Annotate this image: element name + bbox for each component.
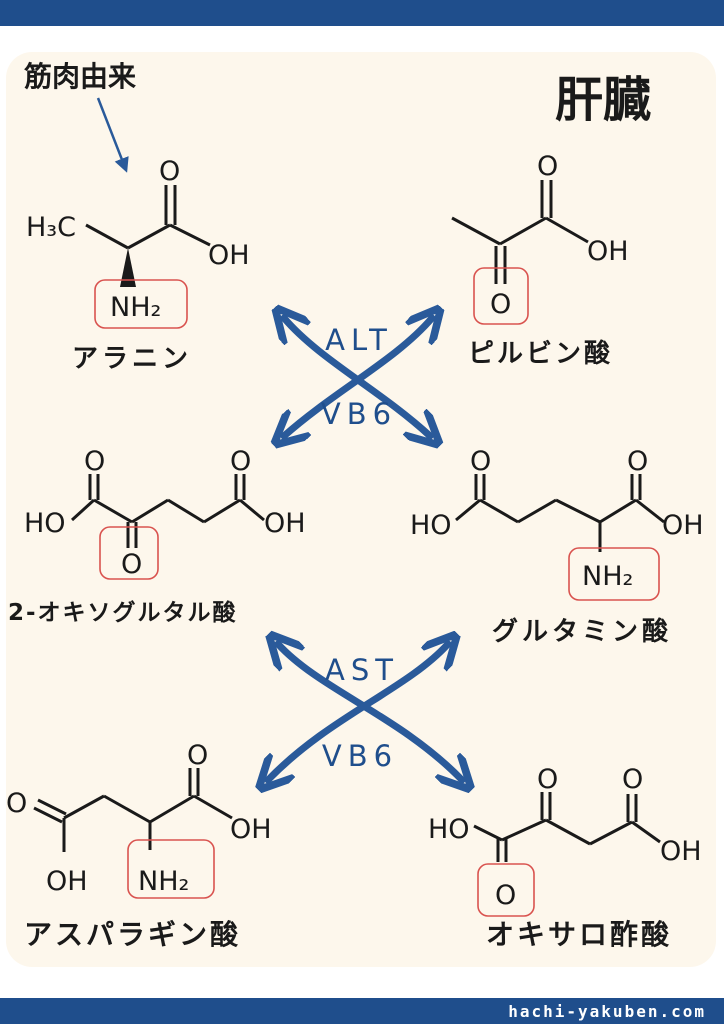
oxoglutaric-acid-o-left: O [84,446,105,477]
label-oxoglutaric-acid: 2-オキソグルタル酸 [8,599,238,626]
oxaloacetic-acid-o-mid: O [537,764,558,795]
glutamic-acid-amino-highlight [568,547,660,601]
aspartic-acid-o-left: O [6,788,27,819]
glutamic-acid-nh2: NH₂ [582,561,633,592]
aspartic-acid-o-top: O [187,740,208,771]
oxaloacetic-acid-structure [473,792,661,862]
site-url[interactable]: hachi-yakuben.com [508,1002,706,1021]
alanine-h3c: H₃C [26,212,76,243]
aspartic-acid-oh-bottom: OH [46,866,88,897]
oxaloacetic-acid-o-bottom: O [495,880,516,911]
label-aspartic-acid: アスパラギン酸 [24,918,241,951]
oxaloacetic-acid-ho: HO [428,814,470,845]
pyruvic-acid-keto-highlight [473,267,529,325]
enzyme-alt: ALT [325,323,393,357]
alanine-o: O [159,156,180,187]
cofactor-vb6-top: VB6 [321,397,397,431]
content-card [6,52,716,967]
pyruvic-acid-o-keto: O [490,289,511,320]
ast-arrows [268,644,462,780]
oxaloacetic-acid-oh: OH [660,836,702,867]
aspartic-acid-amino-highlight [127,839,215,899]
cofactor-vb6-bottom: VB6 [322,739,398,773]
alanine-amino-highlight [94,279,188,329]
glutamic-acid-o-right: O [627,446,648,477]
alanine-wedge-bond [120,248,136,287]
oxoglutaric-acid-oh: OH [264,508,306,539]
top-bar [0,0,724,26]
aspartic-acid-structure [33,768,233,852]
oxoglutaric-acid-keto-highlight [99,526,159,580]
glutamic-acid-oh: OH [662,510,704,541]
pyruvic-acid-oh: OH [587,236,629,267]
oxoglutaric-acid-ho: HO [24,508,66,539]
glutamic-acid-ho: HO [410,510,452,541]
alanine-structure [85,185,211,250]
glutamic-acid-o-left: O [470,446,491,477]
pyruvic-acid-o-top: O [537,151,558,182]
glutamic-acid-structure [455,474,665,552]
label-oxaloacetic-acid: オキサロ酢酸 [486,918,672,951]
alt-arrows [284,318,432,436]
label-pyruvic-acid: ピルビン酸 [468,339,613,369]
annotation-arrow [96,97,129,173]
alanine-nh2: NH₂ [110,292,161,323]
oxaloacetic-acid-carbonyl-highlight [477,863,535,917]
oxoglutaric-acid-o-keto: O [121,549,142,580]
aspartic-acid-oh: OH [230,814,272,845]
enzyme-ast: AST [325,653,399,687]
pyruvic-acid-structure [451,180,589,284]
oxoglutaric-acid-structure [70,474,265,548]
source-annotation: 筋肉由来 [24,60,136,93]
alanine-oh: OH [208,240,250,271]
label-glutamic-acid: グルタミン酸 [492,617,672,647]
oxoglutaric-acid-o-right: O [230,446,251,477]
bottom-bar [0,998,724,1024]
aspartic-acid-nh2: NH₂ [138,866,189,897]
oxaloacetic-acid-o-right: O [622,764,643,795]
page-title: 肝臓 [555,72,651,128]
label-alanine: アラニン [72,344,192,374]
